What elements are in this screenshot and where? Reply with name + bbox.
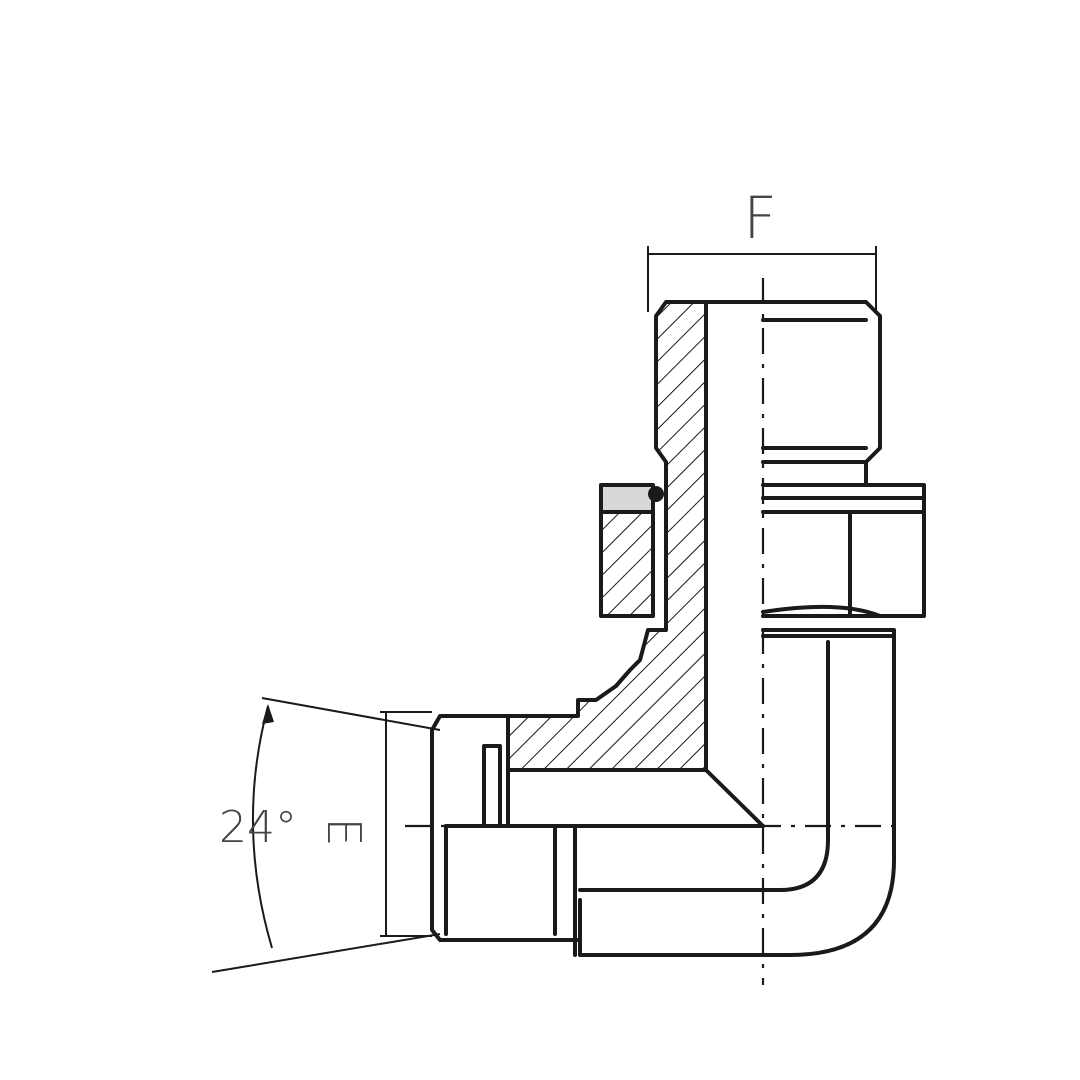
bore-chamfer — [704, 768, 765, 828]
dimension-angle-label: 24° — [219, 802, 297, 853]
lock-nut — [599, 483, 926, 618]
upper-stud-section — [506, 300, 708, 772]
dimension-f-label: F — [743, 184, 776, 252]
dimension-f: F — [647, 184, 877, 312]
dimension-angle: 24° — [211, 697, 441, 973]
elbow-body-outline — [578, 628, 896, 957]
lower-port — [430, 714, 765, 957]
dimension-e-label: E — [317, 817, 371, 846]
upper-stud-outline — [704, 300, 882, 487]
elbow-inner-bend — [578, 640, 830, 892]
dimension-e: E — [317, 711, 432, 937]
